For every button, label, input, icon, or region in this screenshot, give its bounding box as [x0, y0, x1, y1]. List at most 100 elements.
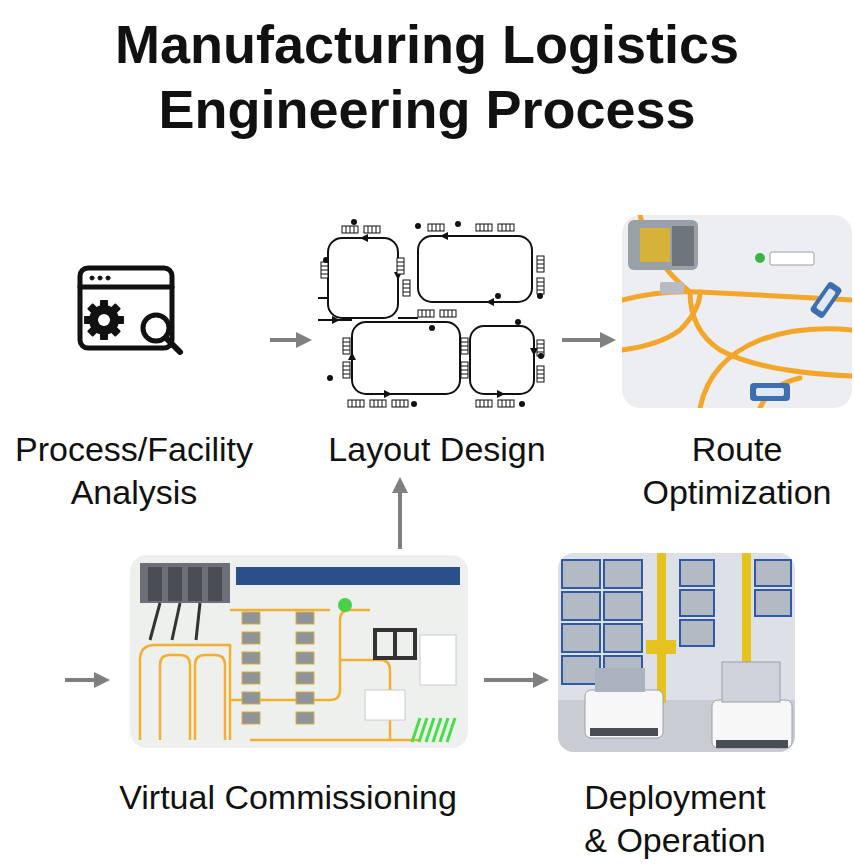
process-step: Layout Design	[318, 215, 556, 471]
layout-sketch	[519, 401, 525, 407]
virtual-plant-render	[242, 612, 314, 724]
layout-sketch	[440, 232, 448, 240]
virtual-plant-render	[242, 672, 260, 684]
layout-sketch	[470, 326, 534, 394]
analysis-icon	[90, 276, 94, 280]
flow-arrow	[270, 338, 296, 342]
layout-sketch	[384, 390, 392, 398]
layout-sketch	[486, 298, 494, 306]
analysis-icon	[87, 303, 121, 337]
warehouse-photo	[680, 590, 714, 616]
virtual-plant-render	[447, 718, 455, 742]
warehouse-photo	[585, 690, 663, 738]
layout-sketch	[537, 256, 544, 272]
warehouse-photo	[590, 728, 658, 736]
layout-sketch	[537, 366, 544, 382]
layout-sketch	[332, 232, 538, 398]
layout-sketch	[538, 353, 544, 359]
process-step: Virtual Commissioning	[98, 555, 478, 819]
layout-sketch	[364, 226, 380, 233]
flow-arrow	[484, 678, 533, 682]
virtual-plant-render	[130, 555, 468, 748]
virtual-plant-render	[375, 630, 415, 658]
layout-sketch	[537, 293, 543, 299]
layout-sketch	[348, 400, 364, 407]
virtual-plant-render	[296, 612, 314, 624]
virtual-plant-render	[140, 563, 230, 603]
layout-sketch	[461, 362, 468, 378]
virtual-plant-render	[242, 692, 260, 704]
layout-sketch	[343, 338, 350, 354]
flow-arrow	[562, 338, 600, 342]
virtual-plant-render	[393, 630, 397, 658]
layout-sketch	[476, 400, 492, 407]
warehouse-photo	[562, 656, 600, 684]
virtual-plant-render	[196, 603, 200, 640]
route-render	[809, 281, 843, 320]
virtual-plant-render	[296, 692, 314, 704]
step-label: Deployment & Operation	[575, 776, 775, 862]
layout-sketch	[327, 375, 333, 381]
analysis-icon	[98, 276, 102, 280]
layout-sketch	[428, 224, 444, 231]
warehouse-photo	[604, 560, 642, 588]
virtual-plant-render	[168, 567, 182, 601]
layout-sketch	[351, 219, 357, 225]
layout-sketch	[397, 258, 404, 274]
layout-sketch	[476, 224, 492, 231]
virtual-plant-render	[375, 630, 415, 658]
layout-sketch	[398, 317, 418, 319]
virtual-plant-render	[195, 655, 225, 740]
process-step: Deployment & Operation	[555, 553, 795, 862]
virtual-plant-render	[420, 635, 456, 685]
warehouse-photo	[722, 662, 780, 702]
warehouse-photo	[585, 668, 663, 738]
layout-sketch	[429, 325, 435, 331]
layout-sketch	[498, 224, 514, 231]
warehouse-photo	[595, 668, 645, 692]
layout-sketch	[318, 236, 534, 394]
process-step: Process/Facility Analysis	[4, 265, 264, 514]
layout-sketch	[370, 400, 386, 407]
analysis-icon	[80, 268, 172, 348]
layout-sketch	[343, 362, 350, 378]
layout-sketch	[498, 400, 514, 407]
virtual-plant-render	[236, 567, 460, 585]
warehouse-photo	[755, 560, 791, 586]
virtual-plant-render	[412, 718, 455, 742]
layout-sketch	[318, 297, 328, 299]
step-label: Process/Facility Analysis	[4, 428, 264, 514]
layout-sketch	[461, 338, 468, 354]
layout-sketch	[328, 238, 398, 318]
layout-sketch	[332, 316, 340, 324]
virtual-plant-render	[188, 567, 202, 601]
analysis-icon	[106, 276, 110, 280]
virtual-plant-render	[242, 632, 260, 644]
incoming-arrow	[65, 678, 94, 682]
warehouse-photo	[562, 560, 600, 588]
virtual-plant-render	[140, 610, 420, 740]
warehouse-photo	[680, 620, 714, 646]
warehouse-photo	[558, 553, 795, 752]
warehouse-photo	[712, 700, 792, 748]
warehouse-photo	[604, 624, 642, 652]
analysis-icon	[166, 338, 180, 352]
route-render	[770, 252, 814, 265]
step-label: Virtual Commissioning	[98, 776, 478, 819]
layout-sketch	[323, 219, 544, 407]
layout-sketch	[415, 223, 421, 229]
layout-sketch	[497, 390, 505, 398]
layout-sketch	[352, 322, 460, 394]
analysis-icon	[98, 314, 110, 326]
layout-sketch	[418, 236, 532, 302]
virtual-plant-render	[172, 603, 180, 640]
virtual-plant-render	[140, 645, 230, 740]
virtual-plant-render	[150, 603, 200, 640]
step-label: Layout Design	[318, 428, 556, 471]
route-render	[622, 215, 852, 408]
layout-sketch	[515, 319, 521, 325]
virtual-plant-render	[296, 632, 314, 644]
virtual-plant-render	[130, 555, 468, 748]
virtual-plant-render	[250, 739, 420, 742]
